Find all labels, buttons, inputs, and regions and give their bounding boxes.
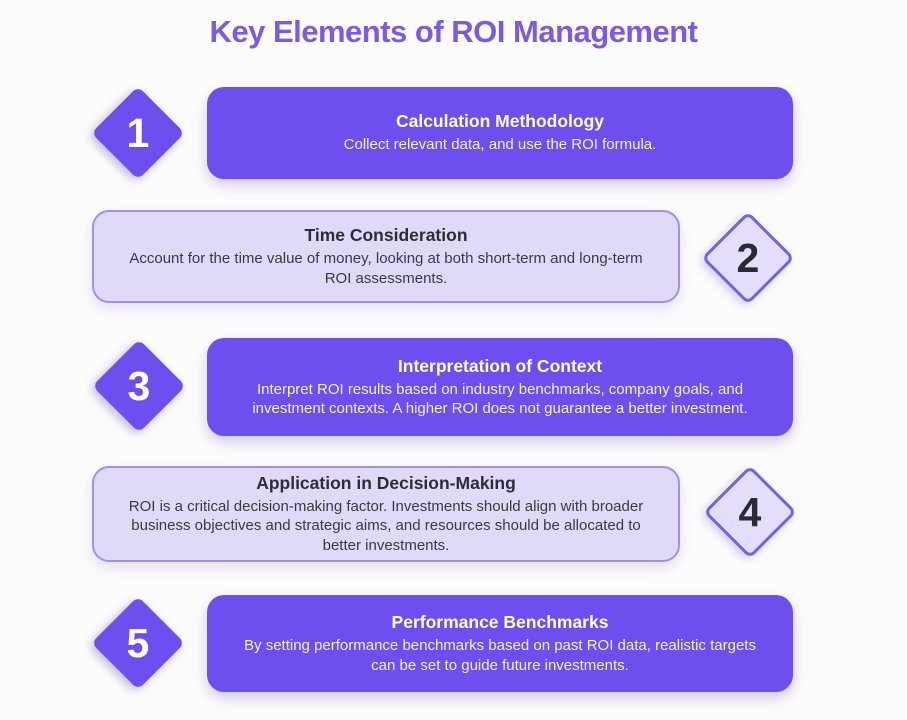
step-5-title: Performance Benchmarks [391,612,609,632]
step-1-number: 1 [126,109,150,156]
step-2-diamond: 2 [701,211,795,305]
step-5-number: 5 [126,619,150,666]
step-3-number: 3 [127,362,151,409]
step-1-card: Calculation Methodology Collect relevant… [207,87,793,179]
step-5-description: By setting performance benchmarks based … [244,637,756,674]
step-4-card: Application in Decision-Making ROI is a … [92,466,680,562]
step-4-number: 4 [738,488,762,535]
step-2-description: Account for the time value of money, loo… [129,250,643,287]
step-2-card: Time Consideration Account for the time … [92,210,680,303]
page-title: Key Elements of ROI Management [209,14,698,49]
step-1-description: Collect relevant data, and use the ROI f… [343,136,657,154]
step-5-diamond: 5 [91,596,185,690]
step-2-number: 2 [736,234,760,281]
step-3-diamond: 3 [92,339,186,433]
step-5-card: Performance Benchmarks By setting perfor… [207,595,793,692]
step-3-title: Interpretation of Context [397,355,603,376]
step-3-card: Interpretation of Context Interpret ROI … [207,338,793,436]
step-4-description: ROI is a critical decision-making factor… [128,497,644,554]
step-4-title: Application in Decision-Making [256,472,516,493]
step-1-title: Calculation Methodology [395,111,605,132]
step-1-diamond: 1 [91,86,185,180]
step-4-diamond: 4 [703,465,797,559]
step-3-description: Interpret ROI results based on industry … [252,380,748,418]
step-2-title: Time Consideration [304,225,468,245]
